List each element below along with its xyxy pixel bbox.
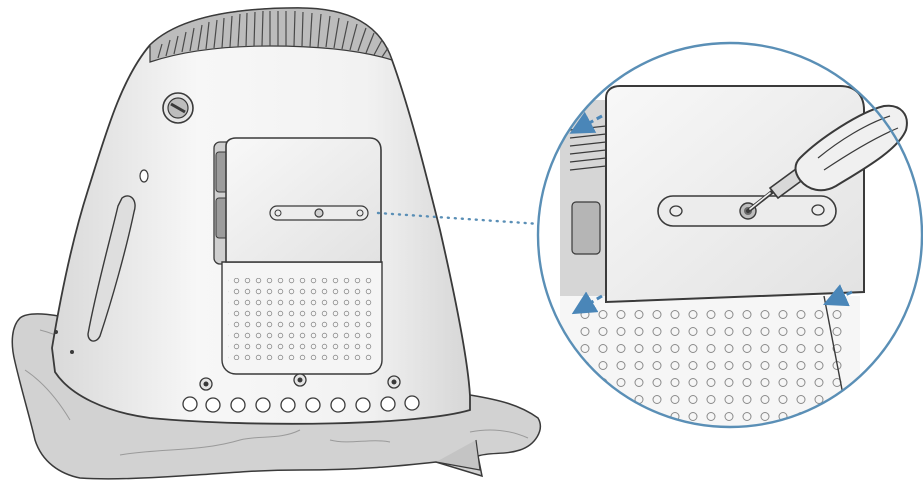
port-holes	[182, 395, 420, 413]
lower-vent-grid	[221, 261, 383, 375]
computer-base	[51, 7, 471, 425]
tilt-knob	[162, 92, 194, 124]
screwdriver-icon	[746, 104, 908, 213]
arrow-icon	[569, 111, 853, 315]
magnified-inset	[536, 41, 923, 429]
port-screws	[199, 373, 401, 391]
top-vent-slats	[157, 10, 389, 59]
callout-line	[376, 211, 542, 226]
access-panel	[225, 137, 382, 263]
handle-slot	[87, 195, 136, 342]
